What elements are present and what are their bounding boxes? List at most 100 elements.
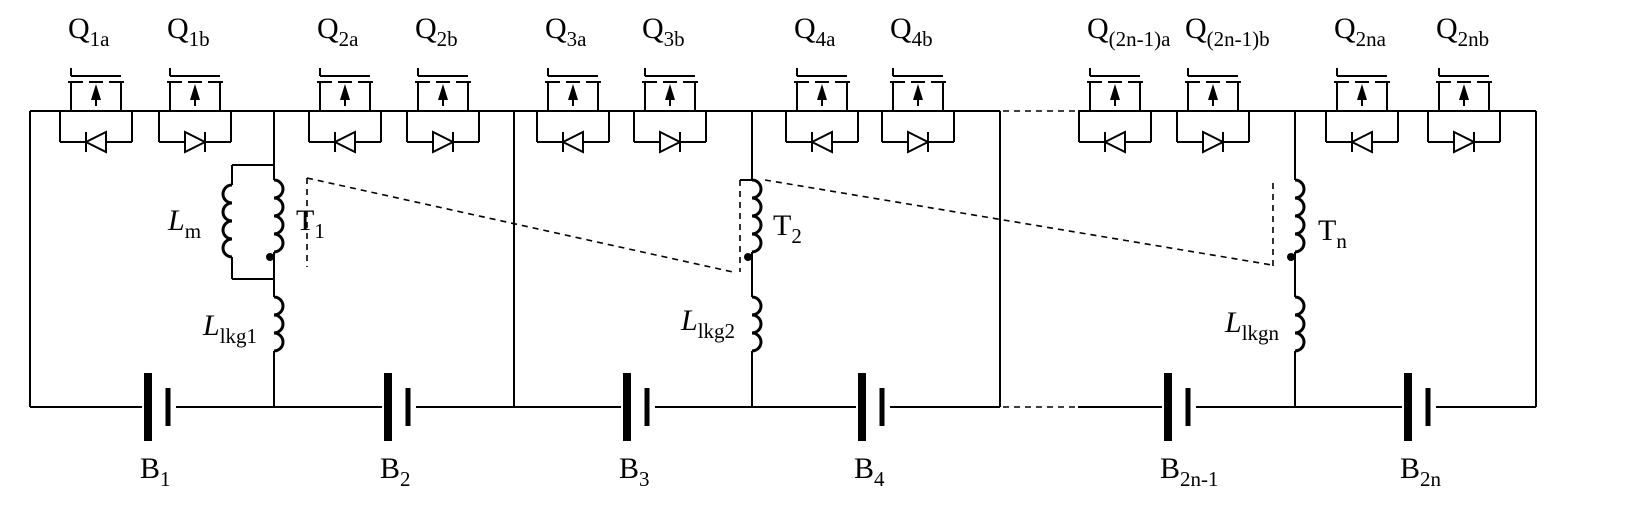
leakage-inductor-label: Llkg1 [202, 309, 257, 348]
battery-gap [1402, 404, 1436, 410]
switch-label-letter: Q [1185, 12, 1207, 45]
transformers-and-inductors [221, 111, 1306, 407]
body-arrow [817, 84, 827, 100]
diode-triangle [1202, 130, 1226, 154]
polarity-dot [744, 253, 752, 261]
diode-triangle [332, 130, 356, 154]
polarity-dot [266, 253, 274, 261]
body-arrow [1459, 84, 1469, 100]
switch-label-subscript: 2b [437, 27, 458, 51]
leakage-inductor-coil [751, 295, 763, 353]
body-arrow [190, 84, 200, 100]
battery-label: B4 [854, 452, 885, 491]
switch-label-a: Q(2n-1)a [1087, 12, 1171, 51]
switch-label-a: Q3a [545, 12, 587, 51]
switch-label-subscript: 3a [567, 27, 588, 51]
battery-icon [1162, 373, 1196, 441]
battery-icon [142, 373, 176, 441]
diode-icon [1102, 130, 1126, 154]
switch-q-b [881, 68, 955, 154]
magnetizing-inductor-label: Lm [167, 204, 201, 243]
diode-triangle [1102, 130, 1126, 154]
battery-label: B2n-1 [1160, 452, 1219, 491]
switch-label-letter: Q [890, 12, 912, 45]
battery-icon [856, 373, 890, 441]
transformer-winding [273, 178, 285, 254]
leakage-inductor-coil [273, 295, 285, 353]
diode-triangle [560, 130, 584, 154]
battery-label: B2 [380, 452, 411, 491]
body-arrow [1357, 84, 1367, 100]
battery-label-subscript: 2n [1420, 467, 1442, 491]
diode-icon [809, 130, 833, 154]
coupling-dash [306, 177, 734, 273]
switch-label-subscript: 1b [189, 27, 210, 51]
magnetizing-inductor [221, 164, 274, 280]
battery-label: B1 [140, 452, 171, 491]
switch-label-b: Q(2n-1)b [1185, 12, 1270, 51]
leakage-inductor-label-subscript: lkgn [1242, 321, 1280, 345]
switch-label-subscript: (2n-1)a [1109, 27, 1171, 51]
diode-icon [184, 130, 208, 154]
diode-icon [560, 130, 584, 154]
leakage-inductor-label: Llkgn [1224, 306, 1280, 345]
diode-triangle [432, 130, 456, 154]
battery-label-subscript: 2 [400, 467, 411, 491]
diode-icon [1453, 130, 1477, 154]
coupling-dash [764, 179, 1273, 266]
battery-label-letter: B [1160, 452, 1180, 485]
battery-label: B2n [1400, 452, 1442, 491]
transformer-label-subscript: n [1336, 229, 1347, 253]
transformer-label-letter: T [296, 204, 314, 237]
switch-label-a: Q4a [794, 12, 836, 51]
battery-label-letter: B [854, 452, 874, 485]
switch-label-subscript: 4b [912, 27, 933, 51]
body-arrow [913, 84, 923, 100]
switch-q-a [536, 68, 610, 154]
switch-q-b [406, 68, 480, 154]
battery-label-letter: B [1400, 452, 1420, 485]
switch-q-b [158, 68, 232, 154]
circuit-wires [29, 110, 1537, 408]
leakage-inductor-label-subscript: lkg1 [220, 324, 257, 348]
transformer-label: T2 [773, 209, 802, 248]
leakage-inductor-coil [1294, 295, 1306, 353]
switch-label-subscript: 1a [90, 27, 111, 51]
diode-icon [432, 130, 456, 154]
switch-label-subscript: 3b [664, 27, 685, 51]
diode-triangle [1349, 130, 1373, 154]
leakage-inductor-label-letter: L [1224, 306, 1242, 339]
switch-label-letter: Q [545, 12, 567, 45]
battery-icon [382, 373, 416, 441]
switch-label-letter: Q [794, 12, 816, 45]
body-arrow [340, 84, 350, 100]
body-arrow [568, 84, 578, 100]
diode-triangle [1453, 130, 1477, 154]
diode-triangle [83, 130, 107, 154]
switch-label-subscript: 2na [1356, 27, 1387, 51]
diode-triangle [659, 130, 683, 154]
transformer-label-letter: T [773, 209, 791, 242]
diode-icon [332, 130, 356, 154]
switch-label-a: Q2na [1334, 12, 1387, 51]
battery-label: B3 [619, 452, 650, 491]
switch-q-a [1078, 68, 1152, 154]
switch-label-b: Q2nb [1436, 12, 1489, 51]
battery-gap [382, 404, 416, 410]
battery-gap [1162, 404, 1196, 410]
battery-icon [1402, 373, 1436, 441]
switch-q-b [1427, 68, 1501, 154]
diode-triangle [809, 130, 833, 154]
switch-q-b [633, 68, 707, 154]
diode-icon [1349, 130, 1373, 154]
leakage-inductor-label-letter: L [202, 309, 220, 342]
battery-gap [621, 404, 655, 410]
diode-triangle [907, 130, 931, 154]
diode-triangle [184, 130, 208, 154]
switch-label-subscript: 4a [816, 27, 837, 51]
battery-cells [142, 373, 1436, 441]
battery-label-subscript: 2n-1 [1180, 467, 1219, 491]
switch-label-subscript: (2n-1)b [1207, 27, 1270, 51]
